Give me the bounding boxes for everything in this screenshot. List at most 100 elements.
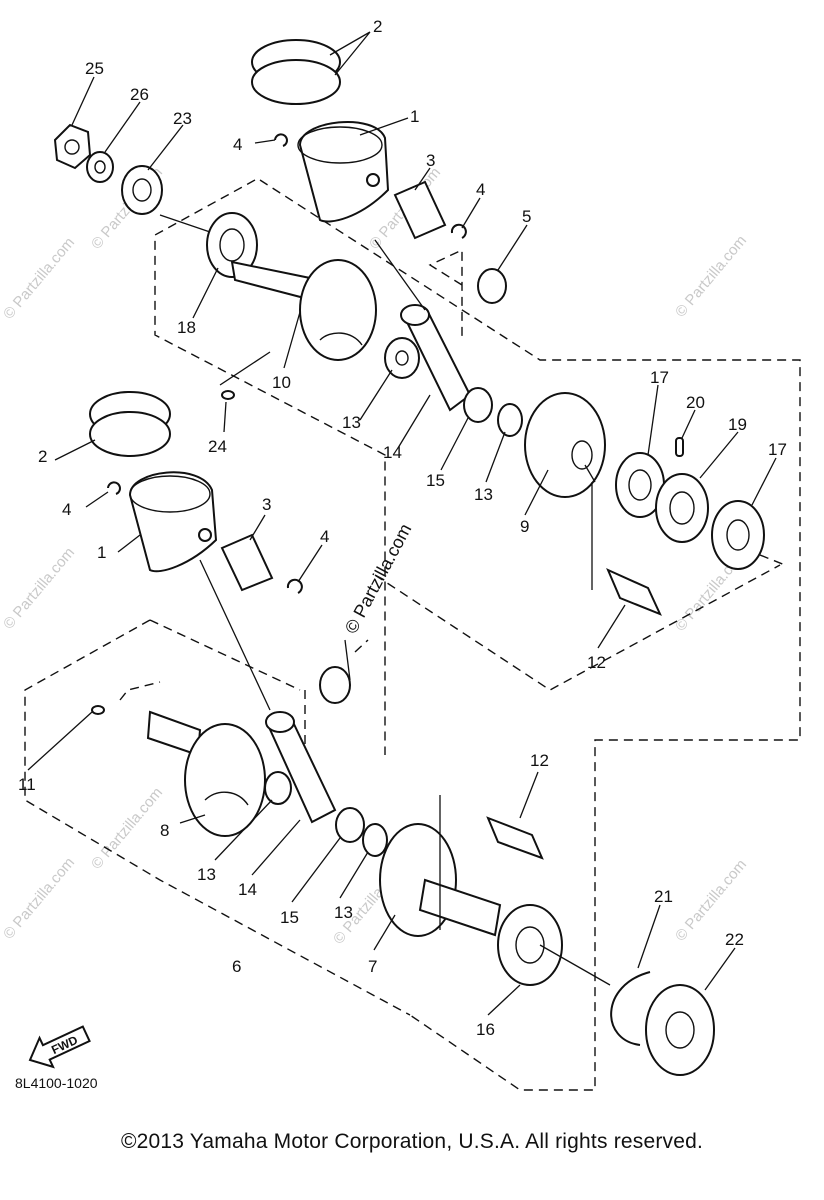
clip-24 bbox=[221, 390, 235, 400]
center-seal-19-inner bbox=[669, 491, 695, 525]
callout-7: 7 bbox=[368, 957, 377, 976]
leader bbox=[283, 311, 301, 369]
leader bbox=[339, 851, 369, 899]
leader bbox=[159, 214, 271, 386]
leader bbox=[85, 491, 109, 508]
nut-hole bbox=[64, 139, 80, 155]
clip-lower bbox=[107, 481, 121, 495]
callout-25: 25 bbox=[85, 59, 104, 78]
watermark: © Partzilla.com bbox=[0, 544, 78, 632]
crank-web-9-hub bbox=[571, 440, 593, 470]
crankshaft-lower bbox=[91, 666, 715, 1076]
callout-4-lower-left: 4 bbox=[62, 500, 71, 519]
assembly-outlines bbox=[24, 179, 801, 1091]
leader bbox=[461, 197, 481, 229]
needle-bearing-5 bbox=[477, 268, 507, 304]
callout-10: 10 bbox=[272, 373, 291, 392]
upper-crank-outline bbox=[154, 179, 801, 1091]
leader bbox=[584, 464, 596, 590]
washer-13b bbox=[497, 403, 523, 437]
leader bbox=[223, 401, 227, 433]
leader bbox=[27, 711, 93, 771]
crank-shaft-upper bbox=[230, 260, 314, 302]
crank-web-8-cut bbox=[204, 791, 249, 806]
leader-lines bbox=[27, 31, 777, 1016]
washer-13d bbox=[362, 823, 388, 857]
leader bbox=[373, 914, 396, 951]
oil-seal-22 bbox=[645, 984, 715, 1076]
washer bbox=[86, 151, 114, 183]
leader bbox=[179, 814, 206, 824]
piston-lower bbox=[128, 471, 218, 573]
callout-18: 18 bbox=[177, 318, 196, 337]
piston-ring-lower bbox=[89, 411, 171, 457]
callout-5: 5 bbox=[522, 207, 531, 226]
bearing-17b bbox=[711, 500, 765, 570]
callout-3-lower: 3 bbox=[262, 495, 271, 514]
leader bbox=[104, 101, 141, 153]
callout-22: 22 bbox=[725, 930, 744, 949]
needle-bearing-lower bbox=[319, 666, 351, 704]
callout-14-upper: 14 bbox=[383, 443, 402, 462]
conrod-14-lower bbox=[266, 718, 337, 824]
callout-26: 26 bbox=[130, 85, 149, 104]
leader bbox=[487, 984, 521, 1016]
piston-pin-lower bbox=[220, 533, 274, 592]
pin-20 bbox=[675, 437, 684, 457]
piston-upper bbox=[298, 120, 390, 223]
leader bbox=[344, 639, 351, 681]
callout-23: 23 bbox=[173, 109, 192, 128]
leader bbox=[117, 534, 141, 553]
leader bbox=[440, 417, 469, 471]
leader bbox=[329, 31, 371, 76]
callout-1-upper: 1 bbox=[410, 107, 419, 126]
leader bbox=[704, 947, 736, 991]
bearing-18 bbox=[206, 212, 258, 278]
leader bbox=[519, 771, 539, 819]
leader bbox=[54, 439, 96, 461]
callout-labels: 25 26 23 2 4 1 3 4 5 18 10 13 14 15 13 9… bbox=[18, 17, 787, 1039]
crank-pin-12-upper bbox=[606, 568, 662, 616]
leader bbox=[597, 604, 626, 649]
callout-24: 24 bbox=[208, 437, 227, 456]
callout-6: 6 bbox=[232, 957, 241, 976]
leader bbox=[199, 559, 271, 711]
clip-lower bbox=[286, 578, 303, 594]
leader bbox=[485, 431, 506, 483]
oil-seal bbox=[121, 165, 163, 215]
callout-9: 9 bbox=[520, 517, 529, 536]
piston-pin-hole bbox=[366, 173, 380, 187]
oil-seal-22-inner bbox=[665, 1011, 695, 1049]
callout-13-lower: 13 bbox=[197, 865, 216, 884]
washer-hole bbox=[94, 160, 106, 174]
exploded-parts-diagram: © Partzilla.com © Partzilla.com © Partzi… bbox=[0, 17, 801, 1091]
washer-13-upper bbox=[384, 337, 420, 379]
leader bbox=[637, 904, 661, 969]
conrod-small-end-lower bbox=[265, 711, 295, 733]
callout-4-upper-left: 4 bbox=[233, 135, 242, 154]
callout-4-lower-right: 4 bbox=[320, 527, 329, 546]
crank-web-8 bbox=[184, 723, 266, 837]
woodruff-key-11 bbox=[91, 705, 105, 715]
leader bbox=[539, 944, 611, 986]
leader bbox=[497, 224, 528, 271]
callout-13-upper: 13 bbox=[342, 413, 361, 432]
oil-seal-inner bbox=[132, 178, 152, 202]
callout-12-upper: 12 bbox=[587, 653, 606, 672]
crank-web-10 bbox=[299, 259, 377, 361]
leader bbox=[681, 409, 696, 439]
crank-pin-12-lower bbox=[486, 816, 544, 860]
piston-ring-upper bbox=[251, 59, 341, 105]
leader bbox=[374, 239, 426, 311]
bearing-17a-inner bbox=[628, 469, 652, 501]
nut bbox=[53, 123, 92, 170]
callout-11: 11 bbox=[18, 775, 36, 794]
bearing-17b-inner bbox=[726, 519, 750, 551]
callout-17-left: 17 bbox=[650, 368, 669, 387]
callout-13-lower-b: 13 bbox=[334, 903, 353, 922]
callout-19: 19 bbox=[728, 415, 747, 434]
callout-21: 21 bbox=[654, 887, 673, 906]
leader bbox=[192, 267, 219, 319]
leader bbox=[254, 139, 276, 144]
fwd-arrow-icon: FWD bbox=[28, 1025, 91, 1069]
